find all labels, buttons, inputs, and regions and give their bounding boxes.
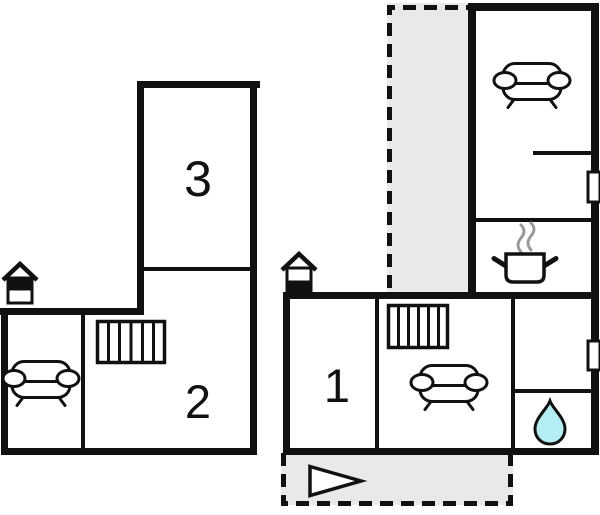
wall-divider-bathroom [515,389,591,393]
room-label-3: 3 [184,151,212,207]
pot-body [504,252,546,284]
wall-divider-room3-room2 [144,267,250,271]
water-drop-icon [533,396,567,446]
wall-upper-left [468,3,476,299]
sofa-icon-middle [409,364,489,411]
wall-divider-kitchen [476,218,591,222]
wall-partial-door [533,151,591,155]
terrace-top-area [387,3,468,292]
sofa-icon-left [1,360,81,407]
pot-handle-left [491,256,509,269]
wall-upper-top [468,3,599,11]
steam-line-right [526,221,536,252]
wall-left-building-right [250,81,257,455]
wall-left-building-bottom [1,448,257,455]
entrance-house-icon-right [280,250,318,295]
wall-divider-middle-right [511,299,515,448]
wall-lower-left [283,292,290,455]
wall-room3-left [137,81,144,315]
window-icon-upper [586,170,600,204]
sofa-icon-upper [492,62,572,109]
right-building-walls [283,3,599,455]
entrance-house-icon-left [1,260,39,305]
terrace-top [387,3,468,292]
wall-right-outer [591,3,599,455]
stove-pot-icon [491,221,559,284]
room-label-1: 1 [324,359,350,412]
terrace-bottom [281,453,513,506]
terrace-bottom-dashed-border [281,453,513,506]
wall-lower-bottom [283,448,599,455]
stairs-icon-right [386,303,450,350]
wall-main-horizontal [283,292,599,299]
wall-divider-room1-middle [375,299,379,448]
stairs-icon-left [95,319,167,365]
wall-step-top [0,308,144,315]
window-icon-lower [586,339,600,372]
wall-room3-top [137,81,260,88]
arrow-right-icon [308,464,368,498]
pot-handle-right [541,256,559,269]
steam-line-left [516,223,526,254]
wall-divider-sofa-nook [81,315,85,448]
terrace-top-dashed-border [387,5,468,288]
room-label-2: 2 [185,375,211,428]
